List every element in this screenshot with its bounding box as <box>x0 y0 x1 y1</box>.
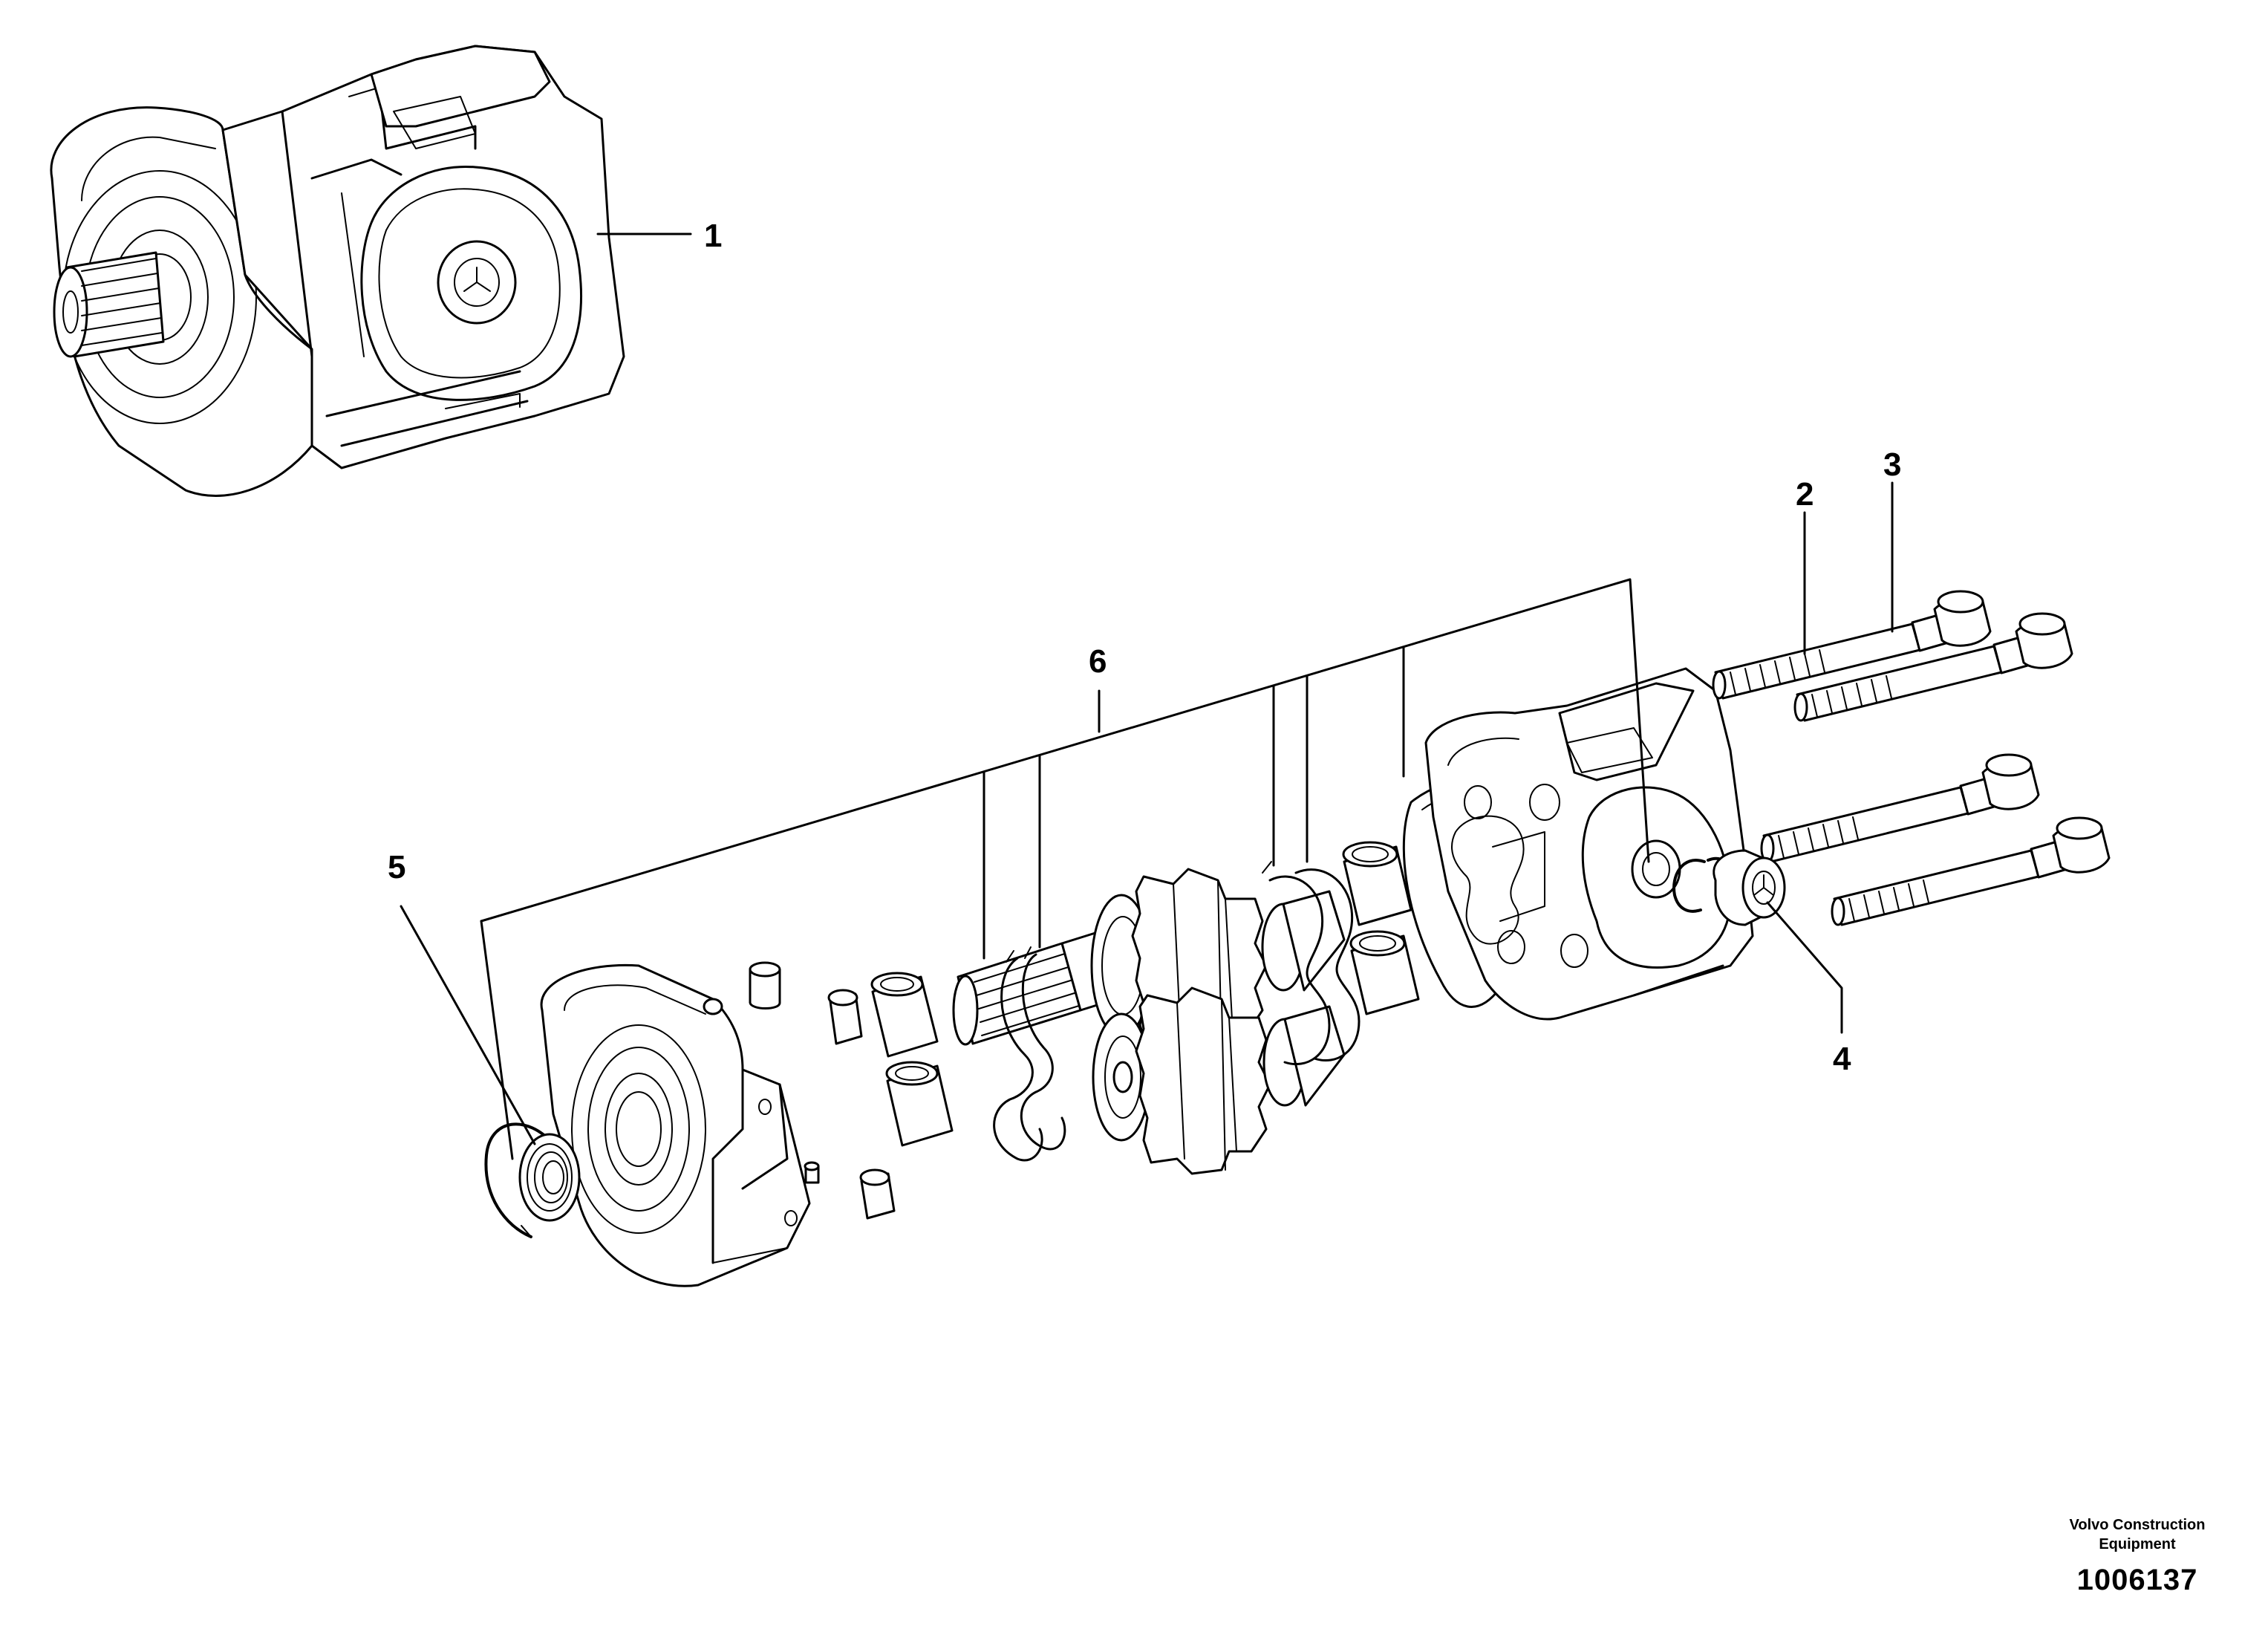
callout-labels: 1 2 3 4 5 6 <box>388 218 1901 1077</box>
brand-name: Volvo Construction <box>2070 1517 2206 1533</box>
callout-1: 1 <box>704 218 722 254</box>
brand-subname: Equipment <box>2099 1536 2176 1552</box>
callout-4: 4 <box>1833 1041 1851 1077</box>
pump-assembly <box>50 45 625 497</box>
callout-3: 3 <box>1883 446 1901 483</box>
plug-with-o-ring <box>1672 849 1786 926</box>
seal-and-snap-ring <box>484 1122 581 1238</box>
pump-body <box>1424 667 1754 1021</box>
front-cover <box>540 963 811 1287</box>
screws <box>1712 590 2111 926</box>
rear-bushings <box>1342 841 1420 1015</box>
publisher-footer: Volvo Construction Equipment 1006137 <box>2070 1517 2206 1596</box>
leader-lines <box>400 233 1894 1160</box>
document-number: 1006137 <box>2077 1564 2198 1596</box>
wire-seals <box>993 861 1361 1162</box>
callout-2: 2 <box>1796 476 1814 513</box>
dowel-pins <box>749 961 820 1184</box>
callout-5: 5 <box>388 849 405 885</box>
callout-6: 6 <box>1089 643 1107 680</box>
bushings <box>827 972 954 1220</box>
